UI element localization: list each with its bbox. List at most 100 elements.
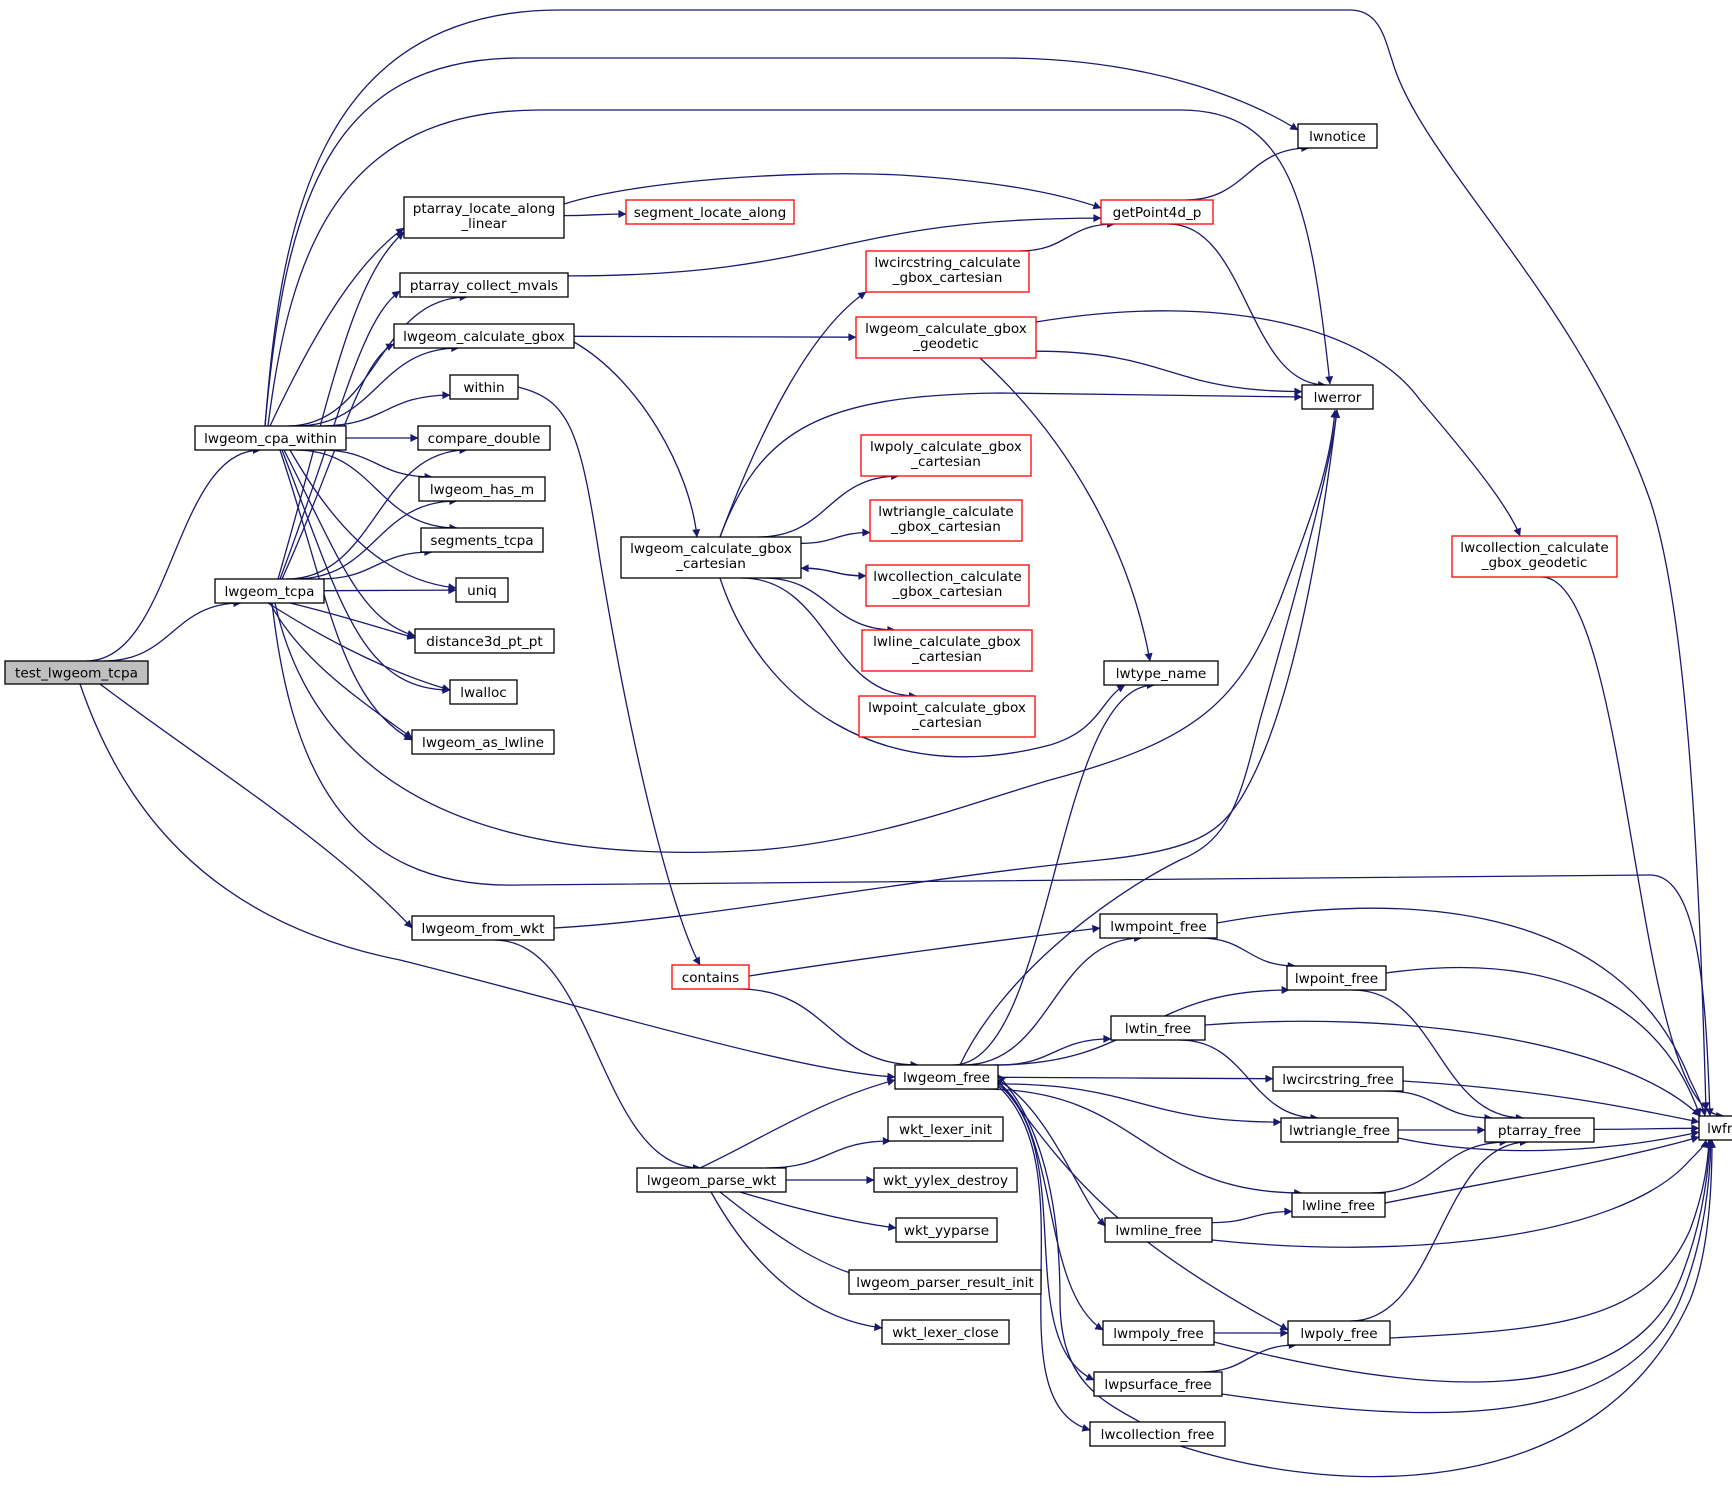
edge-path [1204,1020,1701,1117]
edge-lwgeom-tcpa-to-lwgeom-as-lwline [269,602,413,739]
edge-path [279,290,401,580]
node-lwgeom-from-wkt[interactable]: lwgeom_from_wkt [411,915,555,941]
node-lwtriangle-free[interactable]: lwtriangle_free [1280,1117,1399,1143]
edge-path [295,449,458,532]
node-lwtriangle-calculate-gbox-cartesian[interactable]: lwtriangle_calculate_gbox_cartesian [869,499,1023,542]
edge-path [699,1078,896,1169]
node-lwerror[interactable]: lwerror [1301,384,1374,410]
node-lwpoly-calculate-gbox-cartesian[interactable]: lwpoly_calculate_gbox_cartesian [860,434,1032,477]
node-lwfree[interactable]: lwfree [1698,1115,1732,1141]
node-lwgeom-as-lwline[interactable]: lwgeom_as_lwline [411,729,555,755]
node-lwgeom-calculate-gbox-geodetic[interactable]: lwgeom_calculate_gbox_geodetic [855,316,1037,359]
edge-lwgeom-cpa-within-to-lwerror [267,109,1334,427]
node-box [411,729,555,755]
node-test-lwgeom-tcpa[interactable]: test_lwgeom_tcpa [4,660,149,685]
node-label: compare_double [428,431,541,447]
edge-lwpoly-free-to-ptarray-free [1350,1138,1528,1322]
node-label: lwtin_free [1125,1021,1191,1037]
node-lwpoly-free[interactable]: lwpoly_free [1287,1320,1391,1346]
edge-path [1211,1207,1293,1224]
node-box [455,577,509,603]
edge-getpoint4d-p-to-lwerror [1168,223,1327,389]
node-lwgeom-free[interactable]: lwgeom_free [894,1064,999,1090]
edge-lwgeom-cpa-within-to-within [320,391,451,427]
node-lwcircstring-free[interactable]: lwcircstring_free [1272,1066,1404,1092]
edge-path [1179,1039,1319,1122]
edge-path [289,449,457,592]
node-lwgeom-tcpa[interactable]: lwgeom_tcpa [214,578,325,604]
node-ptarray-collect-mvals[interactable]: ptarray_collect_mvals [399,272,569,298]
node-lwgeom-has-m[interactable]: lwgeom_has_m [418,476,546,502]
node-lwmline-free[interactable]: lwmline_free [1104,1217,1213,1243]
node-wkt-yyparse[interactable]: wkt_yyparse [895,1217,998,1243]
node-lwgeom-parse-wkt[interactable]: lwgeom_parse_wkt [636,1167,787,1193]
node-label: lwcircstring_free [1282,1072,1394,1088]
node-lwmpoly-free[interactable]: lwmpoly_free [1102,1320,1215,1346]
edge-path [286,446,468,580]
edge-path [573,341,701,538]
node-lwline-calculate-gbox-cartesian[interactable]: lwline_calculate_gbox_cartesian [861,629,1033,672]
node-lwnotice[interactable]: lwnotice [1297,123,1378,149]
node-box [411,915,555,941]
node-label: _cartesian [911,649,982,665]
node-distance3d-pt-pt[interactable]: distance3d_pt_pt [414,628,555,654]
node-lwalloc[interactable]: lwalloc [449,679,518,705]
edge-path [517,386,701,966]
edge-path [573,333,857,342]
node-lwgeom-cpa-within[interactable]: lwgeom_cpa_within [194,425,347,451]
node-label: lwerror [1314,390,1362,406]
node-lwcircstring-calculate-gbox-cartesian[interactable]: lwcircstring_calculate_gbox_cartesian [865,250,1030,293]
node-uniq[interactable]: uniq [455,577,509,603]
edge-lwcircstring-calculate-gbox-cartesian-to-getpoint4d-p [1019,220,1116,252]
node-lwcollection-calculate-gbox-cartesian[interactable]: lwcollection_calculate_gbox_cartesian [865,564,1030,607]
edge-path [567,214,1102,277]
node-contains[interactable]: contains [671,964,750,990]
node-lwtin-free[interactable]: lwtin_free [1110,1015,1206,1041]
node-wkt-lexer-close[interactable]: wkt_lexer_close [881,1319,1010,1345]
node-box [403,196,565,239]
edge-lwgeom-calculate-gbox-geodetic-to-lwerror [1035,350,1303,396]
edge-lwgeom-free-to-lwcircstring-free [997,1074,1274,1083]
edge-path [320,449,433,481]
node-ptarray-locate-along-linear[interactable]: ptarray_locate_along_linear [403,196,565,239]
node-lwgeom-calculate-gbox-cartesian[interactable]: lwgeom_calculate_gbox_cartesian [620,536,802,579]
node-compare-double[interactable]: compare_double [417,425,551,451]
node-segment-locate-along[interactable]: segment_locate_along [625,199,795,225]
node-getpoint4d-p[interactable]: getPoint4d_p [1100,199,1214,225]
node-within[interactable]: within [449,374,519,400]
node-lwpoint-calculate-gbox-cartesian[interactable]: lwpoint_calculate_gbox_cartesian [858,695,1036,738]
node-lwcollection-free[interactable]: lwcollection_free [1089,1421,1226,1447]
edge-lwgeom-free-to-lwtype-name [952,681,1155,1066]
node-wkt-yylex-destroy[interactable]: wkt_yylex_destroy [873,1167,1018,1193]
edge-path [267,602,451,692]
node-segments-tcpa[interactable]: segments_tcpa [420,527,544,553]
edge-lwgeom-free-to-lwerror [959,409,1341,1066]
node-lwpoint-free[interactable]: lwpoint_free [1286,965,1387,991]
edge-path [758,472,900,538]
node-box [417,425,551,451]
node-lwpsurface-free[interactable]: lwpsurface_free [1093,1371,1223,1397]
node-lwtype-name[interactable]: lwtype_name [1103,660,1219,686]
node-ptarray-free[interactable]: ptarray_free [1484,1117,1595,1143]
node-lwgeom-calculate-gbox[interactable]: lwgeom_calculate_gbox [393,323,575,349]
edge-lwgeom-calculate-gbox-cartesian-to-lwtriangle-calculate-gbox-cartesian [800,528,871,544]
edge-path [1385,1090,1493,1122]
node-lwgeom-parser-result-init[interactable]: lwgeom_parser_result_init [848,1269,1042,1295]
node-lwline-free[interactable]: lwline_free [1291,1192,1386,1218]
edge-path [983,1088,1303,1197]
edge-path [719,1191,861,1278]
edge-path [1199,937,1296,970]
edge-path [295,344,460,427]
node-lwmpoint-free[interactable]: lwmpoint_free [1099,913,1218,939]
node-box [865,564,1030,607]
edge-path [997,1085,1091,1432]
edge-path [738,988,919,1069]
edge-lwmpoly-free-to-lwfree [1213,1139,1714,1383]
edge-lwgeom-cpa-within-to-lwnotice [264,57,1299,427]
node-label: lwgeom_parser_result_init [856,1275,1033,1291]
node-wkt-lexer-init[interactable]: wkt_lexer_init [887,1116,1004,1142]
edge-path [1385,966,1702,1117]
node-label: _linear [460,216,507,232]
node-box [1099,913,1218,939]
node-lwcollection-calculate-gbox-geodetic[interactable]: lwcollection_calculate_gbox_geodetic [1451,535,1618,578]
